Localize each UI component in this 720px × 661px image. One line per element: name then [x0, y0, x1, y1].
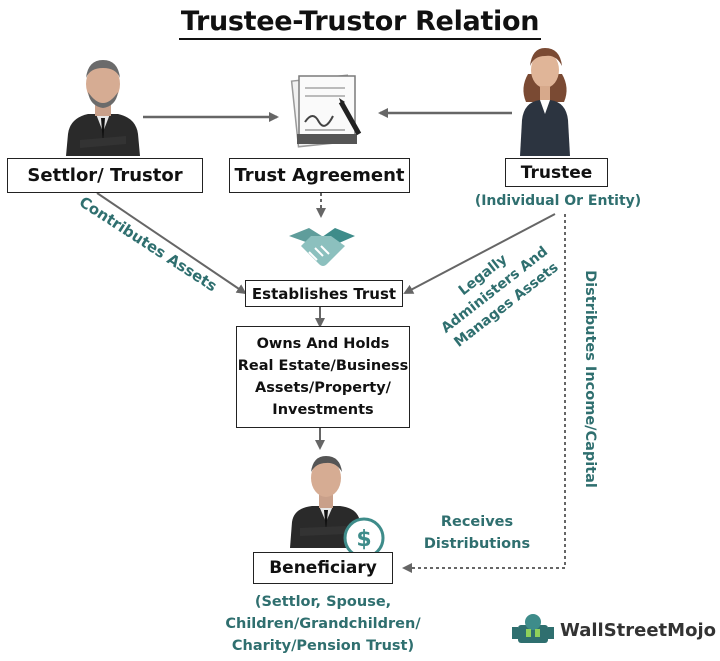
distributes-income-label: Distributes Income/Capital: [582, 270, 598, 488]
receives-line-1: Receives: [440, 514, 514, 530]
diagram-title: Trustee-Trustor Relation: [0, 6, 720, 40]
arrow-trustee-to-establishes: [403, 213, 556, 294]
handshake-icon: [289, 228, 355, 266]
trustee-label: Trustee: [520, 162, 593, 183]
arrow-trustee-to-beneficiary: [402, 214, 566, 573]
trust-agreement-box: Trust Agreement: [229, 158, 410, 193]
trustee-box: Trustee: [505, 158, 608, 187]
trustee-subtitle: (Individual Or Entity): [474, 193, 642, 209]
owns-line-4: Investments: [272, 402, 374, 418]
man-settlor-icon: [66, 60, 140, 156]
svg-text:$: $: [356, 527, 371, 552]
beneficiary-label: Beneficiary: [269, 558, 377, 578]
brand-logo: WallStreetMojo: [512, 610, 716, 650]
beneficiary-subtitle: (Settlor, Spouse, Children/Grandchildren…: [200, 591, 446, 657]
receives-line-2: Distributions: [423, 536, 531, 552]
owns-line-1: Owns And Holds: [256, 336, 390, 352]
owns-line-3: Assets/Property/: [255, 380, 391, 396]
contract-document-icon: [290, 74, 362, 148]
settlor-label: Settlor/ Trustor: [27, 165, 183, 186]
arrow-settlor-to-establishes: [96, 192, 247, 295]
settlor-box: Settlor/ Trustor: [7, 158, 203, 193]
establishes-trust-label: Establishes Trust: [251, 284, 397, 303]
beneficiary-sub-line-3: Charity/Pension Trust): [231, 638, 415, 654]
beneficiary-sub-line-1: (Settlor, Spouse,: [254, 594, 392, 610]
owns-holds-box: Owns And Holds Real Estate/Business Asse…: [236, 326, 410, 428]
receives-distributions-label: Receives Distributions: [418, 511, 536, 555]
brand-name: WallStreetMojo: [560, 619, 716, 641]
owns-line-2: Real Estate/Business: [237, 358, 409, 374]
beneficiary-box: Beneficiary: [253, 552, 393, 584]
beneficiary-sub-line-2: Children/Grandchildren/: [225, 616, 421, 632]
trust-agreement-label: Trust Agreement: [234, 165, 405, 186]
dollar-coin-icon: $: [343, 517, 385, 559]
establishes-trust-box: Establishes Trust: [245, 280, 403, 307]
woman-trustee-icon: [520, 48, 570, 156]
wallstreetmojo-logo-icon: [512, 614, 554, 643]
